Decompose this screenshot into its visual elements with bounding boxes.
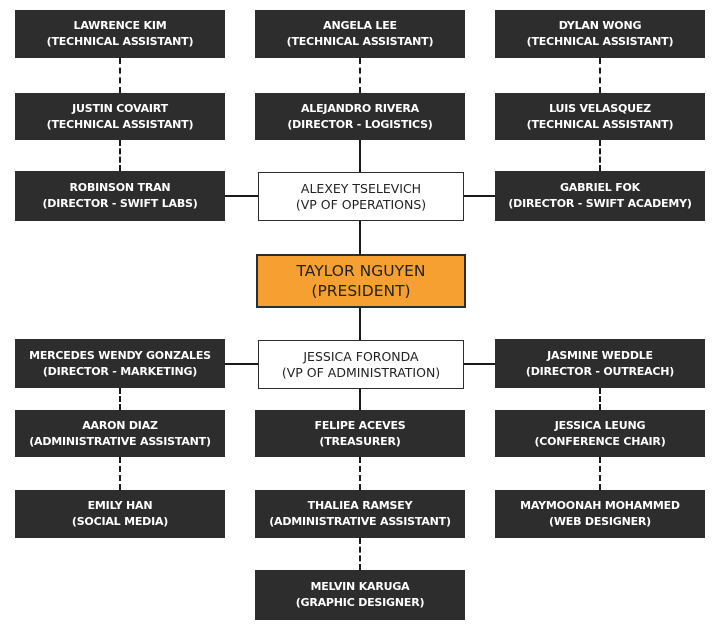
person-title: (TECHNICAL ASSISTANT) <box>526 117 674 131</box>
org-box-lawrence-kim: LAWRENCE KIM (TECHNICAL ASSISTANT) <box>15 10 225 58</box>
org-box-emily-han: EMILY HAN (SOCIAL MEDIA) <box>15 490 225 538</box>
dashed-connector <box>119 388 121 410</box>
person-name: MAYMOONAH MOHAMMED <box>520 499 680 512</box>
solid-connector <box>359 389 361 410</box>
person-name: JESSICA LEUNG <box>554 418 646 432</box>
person-title: (DIRECTOR - SWIFT ACADEMY) <box>508 197 692 210</box>
solid-connector <box>225 363 258 365</box>
person-title: (DIRECTOR - LOGISTICS) <box>287 117 433 131</box>
person-name: JASMINE WEDDLE <box>547 348 653 362</box>
org-box-luis-velasquez: LUIS VELASQUEZ (TECHNICAL ASSISTANT) <box>495 93 705 140</box>
person-name: MERCEDES WENDY GONZALES <box>29 348 211 362</box>
person-name: GABRIEL FOK <box>559 181 641 194</box>
person-title: (DIRECTOR - SWIFT LABS) <box>42 197 198 210</box>
solid-connector <box>225 195 258 197</box>
dashed-connector <box>359 58 361 93</box>
org-box-jasmine-weddle: JASMINE WEDDLE (DIRECTOR - OUTREACH) <box>495 339 705 388</box>
dashed-connector <box>599 140 601 171</box>
dashed-connector <box>599 388 601 410</box>
org-box-vp-administration: JESSICA FORONDA (VP OF ADMINISTRATION) <box>258 340 464 389</box>
person-name: ANGELA LEE <box>323 19 397 32</box>
org-box-melvin-karuga: MELVIN KARUGA (GRAPHIC DESIGNER) <box>255 570 465 620</box>
person-title: (TECHNICAL ASSISTANT) <box>46 117 194 131</box>
person-title: (VP OF ADMINISTRATION) <box>281 364 441 380</box>
org-box-felipe-aceves: FELIPE ACEVES (TREASURER) <box>255 410 465 457</box>
person-name: JESSICA FORONDA <box>303 348 419 364</box>
person-title: (CONFERENCE CHAIR) <box>534 434 666 448</box>
person-title: (DIRECTOR - MARKETING) <box>42 364 198 378</box>
dashed-connector <box>359 457 361 490</box>
person-title: (ADMINISTRATIVE ASSISTANT) <box>29 434 211 448</box>
org-box-dylan-wong: DYLAN WONG (TECHNICAL ASSISTANT) <box>495 10 705 58</box>
solid-connector <box>464 363 495 365</box>
solid-connector <box>359 308 361 340</box>
org-box-thaliea-ramsey: THALIEA RAMSEY (ADMINISTRATIVE ASSISTANT… <box>255 490 465 538</box>
person-title: (TREASURER) <box>319 434 401 448</box>
org-box-angela-lee: ANGELA LEE (TECHNICAL ASSISTANT) <box>255 10 465 58</box>
person-title: (SOCIAL MEDIA) <box>71 515 169 528</box>
org-box-robinson-tran: ROBINSON TRAN (DIRECTOR - SWIFT LABS) <box>15 171 225 221</box>
dashed-connector <box>119 457 121 490</box>
solid-connector <box>359 221 361 254</box>
person-name: JUSTIN COVAIRT <box>72 101 168 115</box>
solid-connector <box>359 140 361 172</box>
dashed-connector <box>119 140 121 171</box>
org-box-vp-operations: ALEXEY TSELEVICH (VP OF OPERATIONS) <box>258 172 464 221</box>
person-name: LAWRENCE KIM <box>73 19 167 32</box>
person-title: (TECHNICAL ASSISTANT) <box>526 35 674 48</box>
person-title: (TECHNICAL ASSISTANT) <box>286 35 434 48</box>
org-box-gabriel-fok: GABRIEL FOK (DIRECTOR - SWIFT ACADEMY) <box>495 171 705 221</box>
person-name: THALIEA RAMSEY <box>307 499 413 512</box>
org-box-president: TAYLOR NGUYEN (PRESIDENT) <box>256 254 466 308</box>
person-name: EMILY HAN <box>87 499 153 512</box>
person-title: (WEB DESIGNER) <box>549 515 651 528</box>
person-name: LUIS VELASQUEZ <box>549 101 651 115</box>
dashed-connector <box>359 538 361 570</box>
person-title: (VP OF OPERATIONS) <box>295 196 427 212</box>
org-box-mercedes-wendy-gonzales: MERCEDES WENDY GONZALES (DIRECTOR - MARK… <box>15 339 225 388</box>
person-name: ROBINSON TRAN <box>69 181 171 194</box>
person-name: DYLAN WONG <box>558 19 642 32</box>
person-title: (DIRECTOR - OUTREACH) <box>525 364 675 378</box>
person-title: (PRESIDENT) <box>311 282 411 300</box>
org-box-alejandro-rivera: ALEJANDRO RIVERA (DIRECTOR - LOGISTICS) <box>255 93 465 140</box>
person-name: TAYLOR NGUYEN <box>296 262 426 280</box>
person-title: (ADMINISTRATIVE ASSISTANT) <box>269 515 451 528</box>
solid-connector <box>464 195 495 197</box>
org-box-jessica-leung: JESSICA LEUNG (CONFERENCE CHAIR) <box>495 410 705 457</box>
org-box-justin-covairt: JUSTIN COVAIRT (TECHNICAL ASSISTANT) <box>15 93 225 140</box>
person-title: (TECHNICAL ASSISTANT) <box>46 35 194 48</box>
person-name: ALEXEY TSELEVICH <box>300 180 422 196</box>
person-title: (GRAPHIC DESIGNER) <box>295 596 425 609</box>
person-name: ALEJANDRO RIVERA <box>300 101 419 115</box>
dashed-connector <box>119 58 121 93</box>
org-box-maymoonah-mohammed: MAYMOONAH MOHAMMED (WEB DESIGNER) <box>495 490 705 538</box>
person-name: FELIPE ACEVES <box>314 418 406 432</box>
org-box-aaron-diaz: AARON DIAZ (ADMINISTRATIVE ASSISTANT) <box>15 410 225 457</box>
person-name: AARON DIAZ <box>82 418 158 432</box>
person-name: MELVIN KARUGA <box>310 580 410 593</box>
dashed-connector <box>599 58 601 93</box>
dashed-connector <box>599 457 601 490</box>
